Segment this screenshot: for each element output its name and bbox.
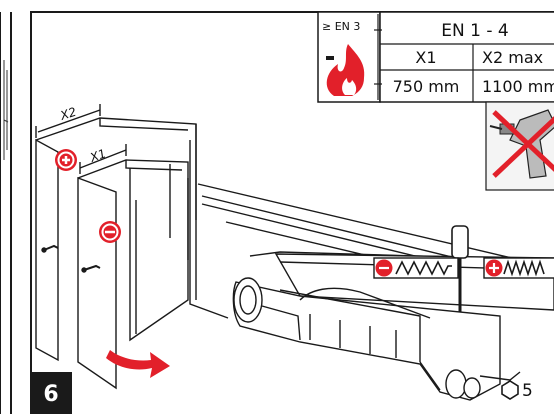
x2-dimension-label: X2 [58,105,78,124]
door-closer-assembly [197,183,554,401]
spring-decrease-indicator [373,257,459,279]
spring-icon [395,260,452,276]
rotation-arrow-icon [106,350,170,378]
no-power-drill-icon [485,101,554,191]
col1-value: 750 mm [393,77,460,96]
door-diagram [35,104,229,390]
fire-icon [326,44,365,96]
step-number: 6 [43,382,59,407]
fire-badge-text: ≥ EN 3 [322,20,360,33]
col1-header: X1 [415,48,436,67]
col2-value: 1100 mm [482,77,554,96]
minus-icon [99,221,121,243]
step-badge [30,372,72,414]
hex-key-icon [501,380,519,400]
plus-icon [55,149,77,171]
spring-increase-indicator [483,257,554,279]
col2-header: X2 max [482,48,543,67]
x1-dimension-label: X1 [87,146,108,165]
panel-frame [30,11,554,414]
standard-table: EN 1 - 4 X1 X2 max 750 mm 1100 mm ≥ EN 3 [317,11,554,103]
table-header: EN 1 - 4 [441,21,508,41]
hex-key-size: 5 [522,381,533,401]
